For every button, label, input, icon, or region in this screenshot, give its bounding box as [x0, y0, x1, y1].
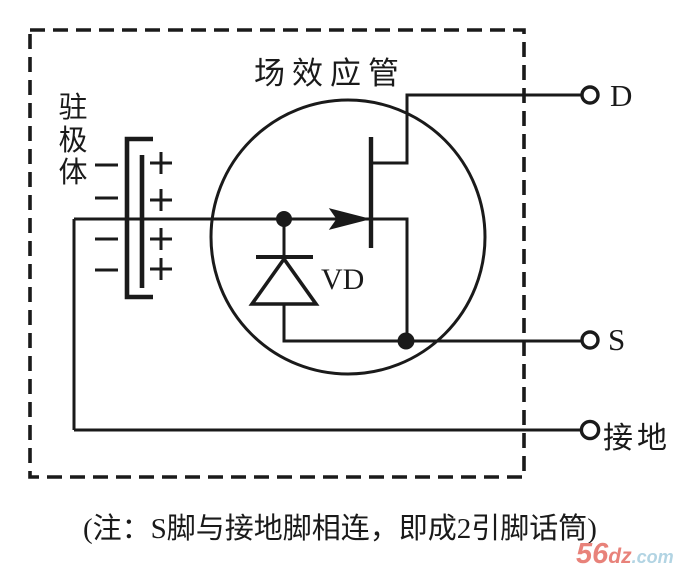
diode-vd [248, 255, 320, 306]
gate-arrow-icon [328, 208, 370, 230]
terminal-ground-circle [579, 419, 601, 441]
diode-anode-triangle [248, 255, 320, 306]
terminal-s-label: S [608, 322, 626, 357]
junction-dots [276, 211, 415, 350]
electret-capsule [95, 136, 172, 300]
terminal-d-circle [580, 85, 600, 105]
source-junction-dot [397, 332, 415, 350]
watermark-dz: dz [608, 545, 632, 568]
terminal-ground-label: 接地 [603, 422, 671, 455]
fet-symbol [328, 137, 374, 248]
fet-label: 场效应管 [254, 56, 406, 91]
mic-housing-dashed-border [28, 28, 526, 479]
terminals [579, 85, 601, 441]
fet-envelope-circle [209, 98, 487, 376]
wires [72, 93, 582, 432]
site-watermark: 56dz.com [576, 538, 674, 568]
plus-signs [150, 152, 172, 280]
source-output-wire [282, 305, 582, 343]
diode-label: VD [321, 263, 365, 296]
terminal-d-label: D [610, 78, 633, 113]
watermark-56: 56 [576, 538, 609, 568]
terminal-s-circle [580, 330, 600, 350]
minus-signs [95, 163, 118, 272]
electret-label: 驻极体 [58, 92, 88, 189]
watermark-com: .com [631, 547, 674, 567]
drain-wire [371, 93, 582, 165]
gate-junction-dot [276, 211, 292, 227]
gate-and-source-wire [74, 217, 409, 340]
capsule-left-plate [124, 136, 153, 300]
caption-note: (注：S脚与接地脚相连，即成2引脚话筒) [83, 513, 597, 545]
